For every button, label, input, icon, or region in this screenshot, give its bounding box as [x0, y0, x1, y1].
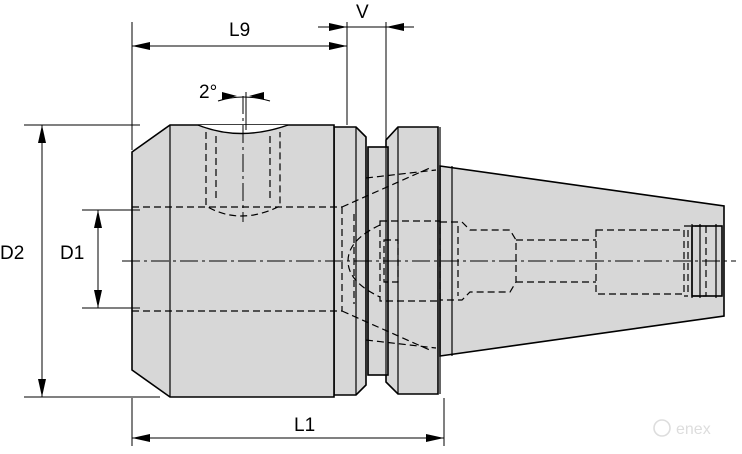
label-l1: L1: [294, 415, 315, 436]
dimension-angle: 2°: [199, 82, 271, 130]
dimension-l1: L1: [132, 415, 444, 442]
label-d1: D1: [60, 243, 84, 264]
dimension-d1: D1: [60, 210, 102, 308]
label-l9: L9: [229, 20, 250, 41]
extension-lines: [24, 22, 445, 446]
label-v: V: [356, 2, 369, 23]
watermark: enex: [653, 419, 711, 438]
watermark-logo-icon: [653, 419, 671, 437]
dimension-l9: L9: [132, 20, 347, 50]
label-angle: 2°: [199, 82, 217, 103]
dimension-d2: D2: [0, 125, 46, 397]
watermark-text: enex: [676, 421, 711, 438]
center-lines: [122, 96, 736, 262]
label-d2: D2: [0, 243, 24, 264]
dimension-v: V: [318, 2, 414, 31]
